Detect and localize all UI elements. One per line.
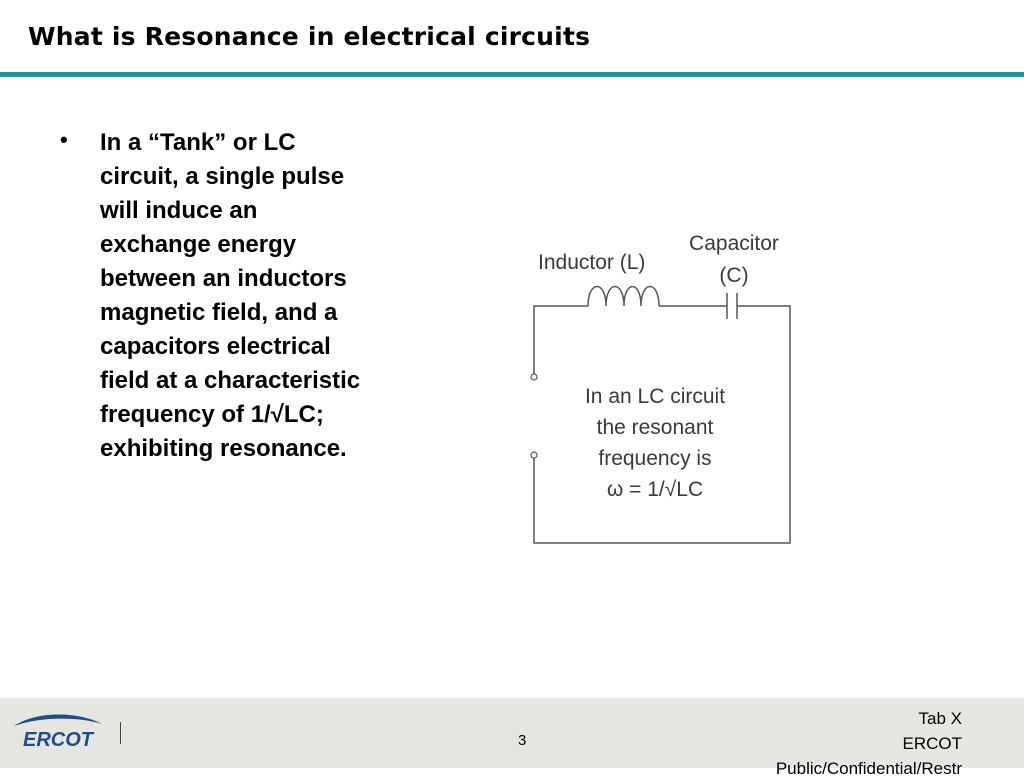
slide-footer: ERCOT 3 Tab X ERCOT Public/Confidential/… [0,698,1024,778]
footer-info: Tab X ERCOT Public/Confidential/Restr [776,706,962,781]
ercot-logo: ERCOT [14,714,102,751]
capacitor-plates-icon [726,293,738,319]
lc-circuit-diagram: Inductor (L) Capacitor (C) In an LC circ… [530,232,791,544]
footer-classification: Public/Confidential/Restr [775,759,962,778]
caption-line-3: frequency is [598,447,711,470]
bullet-marker: • [60,127,68,152]
slide-title: What is Resonance in electrical circuits [28,22,591,51]
caption-line-2: the resonant [597,416,714,439]
terminal-top-icon [530,373,538,381]
capacitor-symbol-label: (C) [719,264,748,287]
caption-line-1: In an LC circuit [585,385,725,408]
footer-org-label: ERCOT [902,734,963,753]
inductor-coil-icon [587,285,660,307]
logo-separator [120,722,121,744]
page-number: 3 [518,732,527,749]
inductor-label: Inductor (L) [538,251,645,274]
ercot-logo-text: ERCOT [23,729,95,751]
title-divider [0,72,1024,77]
bullet-text: In a “Tank” or LC circuit, a single puls… [100,129,361,462]
footer-tab-label: Tab X [918,709,962,728]
terminal-bottom-icon [530,451,538,459]
caption-line-4: ω = 1/√LC [607,478,703,501]
circuit-wires [533,305,791,544]
capacitor-label: Capacitor [689,232,779,255]
